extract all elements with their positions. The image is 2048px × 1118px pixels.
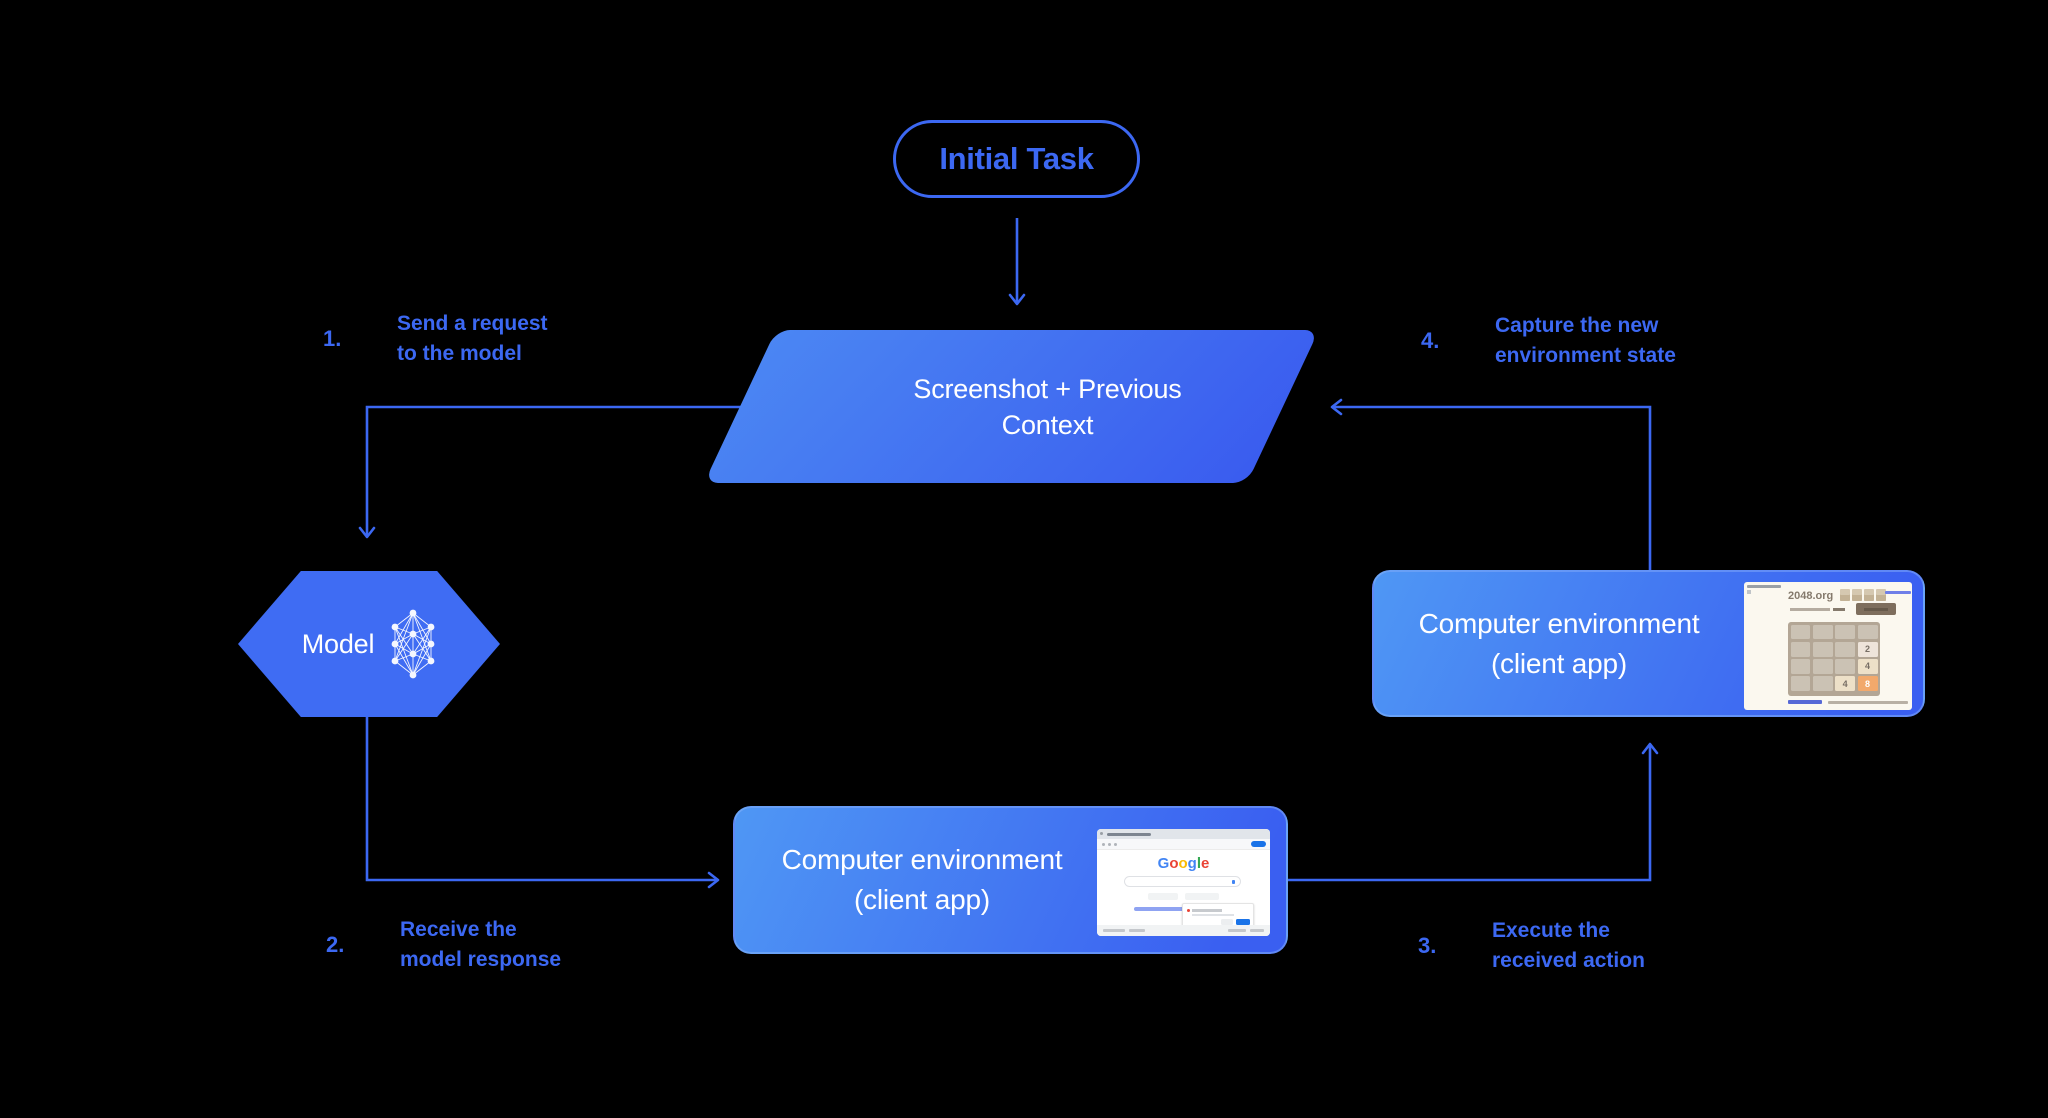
model-label: Model [301, 628, 375, 659]
google-search-thumbnail: Google [1097, 829, 1270, 936]
site-title: 2048.org [1788, 590, 1834, 602]
new-game-button [1856, 603, 1896, 615]
game-tile: 2 [1857, 641, 1878, 657]
initial-task-label: Initial Task [939, 141, 1094, 176]
step-number: 4. [1421, 328, 1440, 353]
browser-url-bar [1097, 839, 1270, 850]
dialog-primary-button [1236, 919, 1250, 925]
top-link [1885, 591, 1911, 594]
env-right-line1: Computer environment [1418, 607, 1700, 639]
neural-network-icon [391, 609, 435, 679]
step-number: 2. [326, 932, 345, 957]
env-right-line2: (client app) [1490, 647, 1628, 679]
screenshot-context-line2: Context [1001, 409, 1094, 440]
game-tile: 8 [1857, 676, 1878, 691]
screenshot-context-node: Screenshot + Previous Context [704, 330, 1319, 483]
score-boxes [1840, 589, 1886, 601]
step-label-4: 4. Capture the new environment state [1421, 314, 1676, 367]
computer-environment-node-bottom: Computer environment (client app) Google [733, 806, 1288, 954]
arrow-env-to-context [1330, 398, 1652, 572]
browser-tab-bar [1097, 829, 1270, 839]
google-search-button [1148, 893, 1178, 900]
dialog-secondary-button [1221, 919, 1233, 925]
model-node: Model [238, 571, 500, 717]
google-logo: Google [1157, 855, 1210, 872]
step-label-3: 3. Execute the received action [1418, 919, 1645, 972]
env-bottom-line2: (client app) [853, 884, 991, 915]
computer-environment-node-right: Computer environment (client app) 2048.o… [1372, 570, 1925, 717]
arrow-model-to-env [365, 716, 720, 889]
google-footer [1097, 925, 1270, 936]
arrow-context-to-model [358, 405, 770, 539]
step-label-2: 2. Receive the model response [326, 918, 562, 971]
arrow-env-to-env [1288, 742, 1659, 882]
browser-dialog [1182, 903, 1254, 929]
step-label-1: 1. Send a request to the model [323, 312, 548, 365]
game-tile: 4 [1857, 659, 1878, 674]
step-number: 1. [323, 326, 342, 351]
mic-icon [1232, 880, 1235, 884]
feeling-lucky-button [1185, 893, 1219, 900]
bottom-link [1788, 700, 1822, 704]
step-number: 3. [1418, 933, 1437, 958]
google-search-box [1124, 876, 1241, 887]
game-tile: 4 [1835, 676, 1856, 691]
initial-task-node: Initial Task [893, 120, 1140, 198]
screenshot-context-line1: Screenshot + Previous [913, 373, 1182, 404]
browser-profile-chip [1251, 841, 1266, 847]
env-bottom-line1: Computer environment [781, 844, 1063, 875]
